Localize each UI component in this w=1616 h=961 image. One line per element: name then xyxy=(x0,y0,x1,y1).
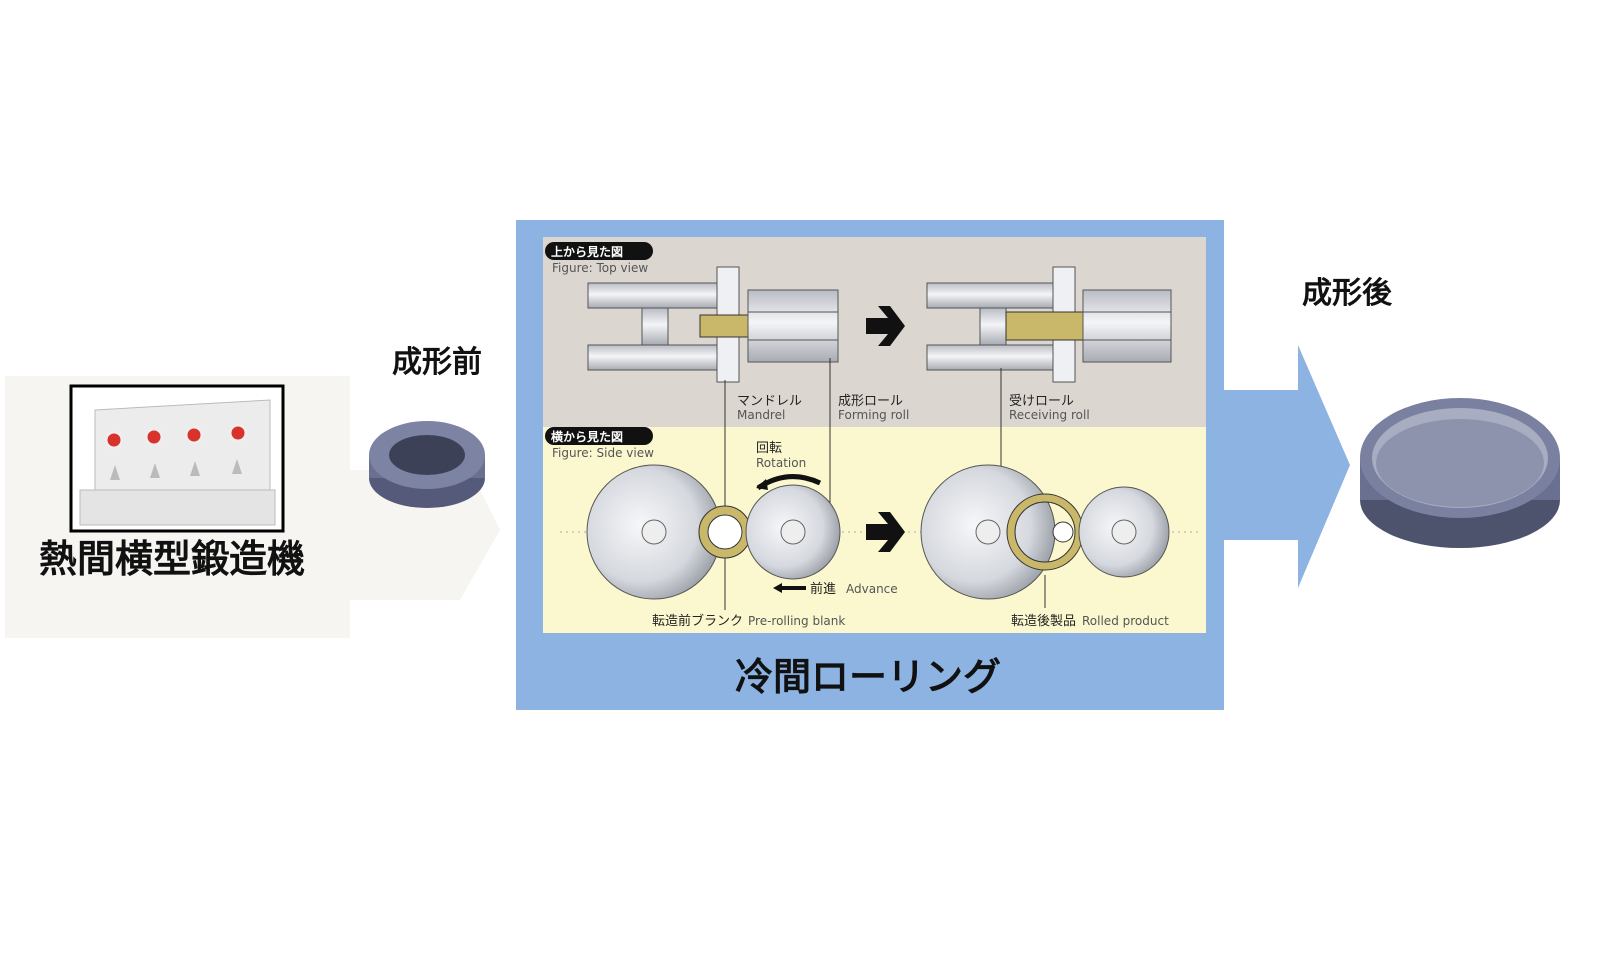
top-arrow-icon xyxy=(866,306,905,346)
top-view-caption: Figure: Top view xyxy=(552,261,648,275)
advance-arrow-icon xyxy=(773,583,806,593)
forming-roll-label-ja: 成形ロール xyxy=(838,394,903,409)
cold-rolling-panel: 上から見た図 Figure: Top view 横から見た図 Figure: S… xyxy=(516,220,1224,710)
blank-shape xyxy=(699,314,749,338)
rolled-product-label-ja: 転造後製品 xyxy=(1011,614,1076,629)
after-label: 成形後 xyxy=(1302,276,1393,311)
side-arrow-icon xyxy=(866,512,905,552)
rotation-label-en: Rotation xyxy=(756,456,806,470)
rotation-label-ja: 回転 xyxy=(756,441,782,456)
mandrel-label-ja: マンドレル xyxy=(737,394,802,409)
top-view-before xyxy=(587,266,839,383)
ring-before-forming xyxy=(369,421,485,508)
side-view-before xyxy=(586,464,841,600)
top-view-tag xyxy=(545,242,653,260)
pre-rolling-blank-label-ja: 転造前ブランク xyxy=(652,613,743,629)
forging-machine-image xyxy=(69,384,285,533)
forming-roll-label-en: Forming roll xyxy=(838,408,909,422)
side-view-after xyxy=(920,464,1170,600)
process-arrow xyxy=(1224,345,1350,588)
before-label: 成形前 xyxy=(392,345,482,380)
pre-rolling-blank-label-en: Pre-rolling blank xyxy=(748,614,845,628)
mandrel-label-en: Mandrel xyxy=(737,408,785,422)
side-view-tag xyxy=(545,427,653,445)
forging-machine-label: 熱間横型鍛造機 xyxy=(39,537,305,581)
top-view-after xyxy=(926,266,1172,383)
receiving-roll-label-ja: 受けロール xyxy=(1009,394,1074,409)
ring-after-forming xyxy=(1360,398,1560,548)
advance-label-ja: 前進 xyxy=(810,581,836,597)
forming-roll-shape xyxy=(747,289,839,363)
cold-rolling-title: 冷間ローリング xyxy=(735,655,1001,699)
forging-stage: 熱間横型鍛造機 xyxy=(5,376,500,638)
advance-label-en: Advance xyxy=(846,582,898,596)
side-view-caption: Figure: Side view xyxy=(552,446,654,460)
rolled-product-label-en: Rolled product xyxy=(1082,614,1169,628)
top-view-tag-text: 上から見た図 xyxy=(551,244,623,259)
receiving-roll-label-en: Receiving roll xyxy=(1009,408,1090,422)
side-view-tag-text: 横から見た図 xyxy=(551,429,623,444)
faint-arrow xyxy=(350,470,500,600)
